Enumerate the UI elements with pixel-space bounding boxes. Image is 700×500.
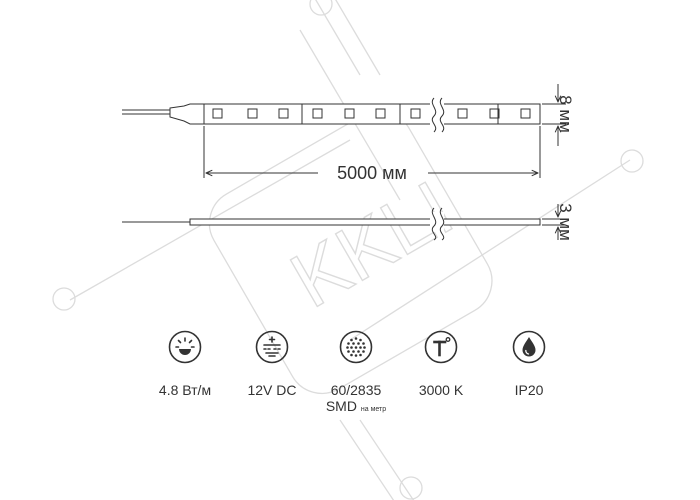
spec-voltage: 12V DC <box>222 330 322 399</box>
brightness-icon <box>168 330 202 364</box>
strip-side-view <box>122 207 541 241</box>
thickness-label: 3 мм <box>556 203 575 241</box>
dc-power-icon <box>255 330 289 364</box>
spec-temperature: 3000 K <box>391 330 491 399</box>
width-label: 8 мм <box>556 95 575 133</box>
thickness-dimension <box>542 204 566 240</box>
spec-leds: 60/2835 SMD на метр <box>306 330 406 417</box>
spec-protection: IP20 <box>479 330 579 399</box>
spec-temperature-label: 3000 K <box>418 382 464 398</box>
spec-leds-sublabel: SMD на метр <box>306 399 406 417</box>
spec-leds-label: 60/2835 <box>330 382 382 398</box>
led-dots-icon <box>339 330 373 364</box>
temperature-icon <box>424 330 458 364</box>
spec-protection-label: IP20 <box>514 382 544 398</box>
spec-power-label: 4.8 Вт/м <box>158 382 212 398</box>
length-label: 5000 мм <box>337 163 407 183</box>
spec-voltage-label: 12V DC <box>247 382 297 398</box>
spec-leds-sub-main: SMD <box>325 398 357 414</box>
spec-power: 4.8 Вт/м <box>135 330 235 399</box>
strip-top-view <box>122 97 541 133</box>
length-dimension <box>203 126 541 178</box>
water-drop-icon <box>512 330 546 364</box>
spec-leds-sub-small: на метр <box>360 406 387 413</box>
width-dimension <box>542 84 566 146</box>
